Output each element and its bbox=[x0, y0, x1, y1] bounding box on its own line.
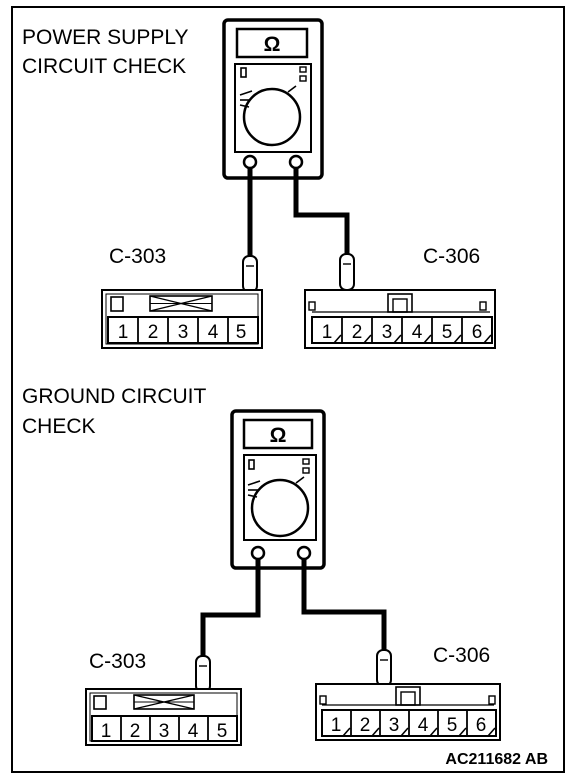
c303-top-pin-1: 1 bbox=[118, 322, 129, 343]
connector-label-c306-bottom: C-306 bbox=[433, 644, 490, 667]
c303-bottom-pin-3: 3 bbox=[159, 721, 170, 742]
c306-top-pin-1: 1 bbox=[322, 322, 333, 343]
c306-bottom-pin-6: 6 bbox=[476, 715, 487, 736]
ohm-symbol-bottom: Ω bbox=[270, 424, 287, 447]
c306-top-pin-3: 3 bbox=[382, 322, 393, 343]
probe-top-right bbox=[339, 253, 355, 318]
figure-frame bbox=[11, 6, 565, 773]
c306-bottom-pin-5: 5 bbox=[447, 715, 458, 736]
connector-label-c303-bottom: C-303 bbox=[89, 650, 146, 673]
ground-heading-line1: GROUND CIRCUIT bbox=[22, 385, 206, 408]
probe-jack-top-right bbox=[288, 154, 304, 170]
power-supply-heading-line2: CIRCUIT CHECK bbox=[22, 55, 186, 78]
connector-c303-top: 1 2 3 4 5 bbox=[101, 289, 263, 349]
probe-jack-bottom-right bbox=[296, 545, 312, 561]
connector-label-c306-top: C-306 bbox=[423, 245, 480, 268]
probe-jack-top-left bbox=[242, 154, 258, 170]
connector-label-c303-top: C-303 bbox=[109, 245, 166, 268]
c303-bottom-pin-2: 2 bbox=[130, 721, 141, 742]
c303-bottom-pin-4: 4 bbox=[188, 721, 199, 742]
probe-jack-bottom-left bbox=[250, 545, 266, 561]
ohm-symbol-top: Ω bbox=[264, 33, 281, 56]
connector-c306-top: 1 2 3 4 5 6 bbox=[304, 289, 496, 349]
c306-bottom-pin-3: 3 bbox=[389, 715, 400, 736]
power-supply-check-section: POWER SUPPLY CIRCUIT CHECK Ω bbox=[22, 18, 496, 349]
connector-c303-bottom: 1 2 3 4 5 bbox=[85, 688, 242, 746]
figure-reference-code: AC211682 AB bbox=[445, 751, 548, 768]
c306-bottom-pin-2: 2 bbox=[360, 715, 371, 736]
test-lead-bottom-left bbox=[200, 559, 261, 658]
test-lead-top-right bbox=[293, 168, 350, 256]
c303-bottom-pin-5: 5 bbox=[217, 721, 228, 742]
c303-top-pin-4: 4 bbox=[208, 322, 219, 343]
ohmmeter-bottom: Ω bbox=[230, 409, 326, 570]
c306-top-pin-5: 5 bbox=[442, 322, 453, 343]
ground-heading-line2: CHECK bbox=[22, 415, 96, 438]
connector-c306-bottom: 1 2 3 4 5 6 bbox=[315, 683, 501, 741]
rotary-dial-top bbox=[242, 87, 302, 147]
c303-top-pin-5: 5 bbox=[236, 322, 247, 343]
c303-bottom-pin-1: 1 bbox=[101, 721, 112, 742]
rotary-dial-bottom bbox=[250, 478, 310, 538]
ohmmeter-top: Ω bbox=[222, 18, 324, 180]
c306-top-pin-4: 4 bbox=[412, 322, 423, 343]
c306-top-pin-6: 6 bbox=[472, 322, 483, 343]
c306-bottom-pin-1: 1 bbox=[331, 715, 342, 736]
c303-top-pin-2: 2 bbox=[148, 322, 159, 343]
c303-top-pin-3: 3 bbox=[178, 322, 189, 343]
c306-bottom-pin-4: 4 bbox=[418, 715, 429, 736]
c306-top-pin-2: 2 bbox=[352, 322, 363, 343]
test-lead-bottom-right bbox=[301, 559, 387, 652]
ground-circuit-check-section: GROUND CIRCUIT CHECK Ω bbox=[22, 385, 501, 746]
power-supply-heading-line1: POWER SUPPLY bbox=[22, 26, 188, 49]
